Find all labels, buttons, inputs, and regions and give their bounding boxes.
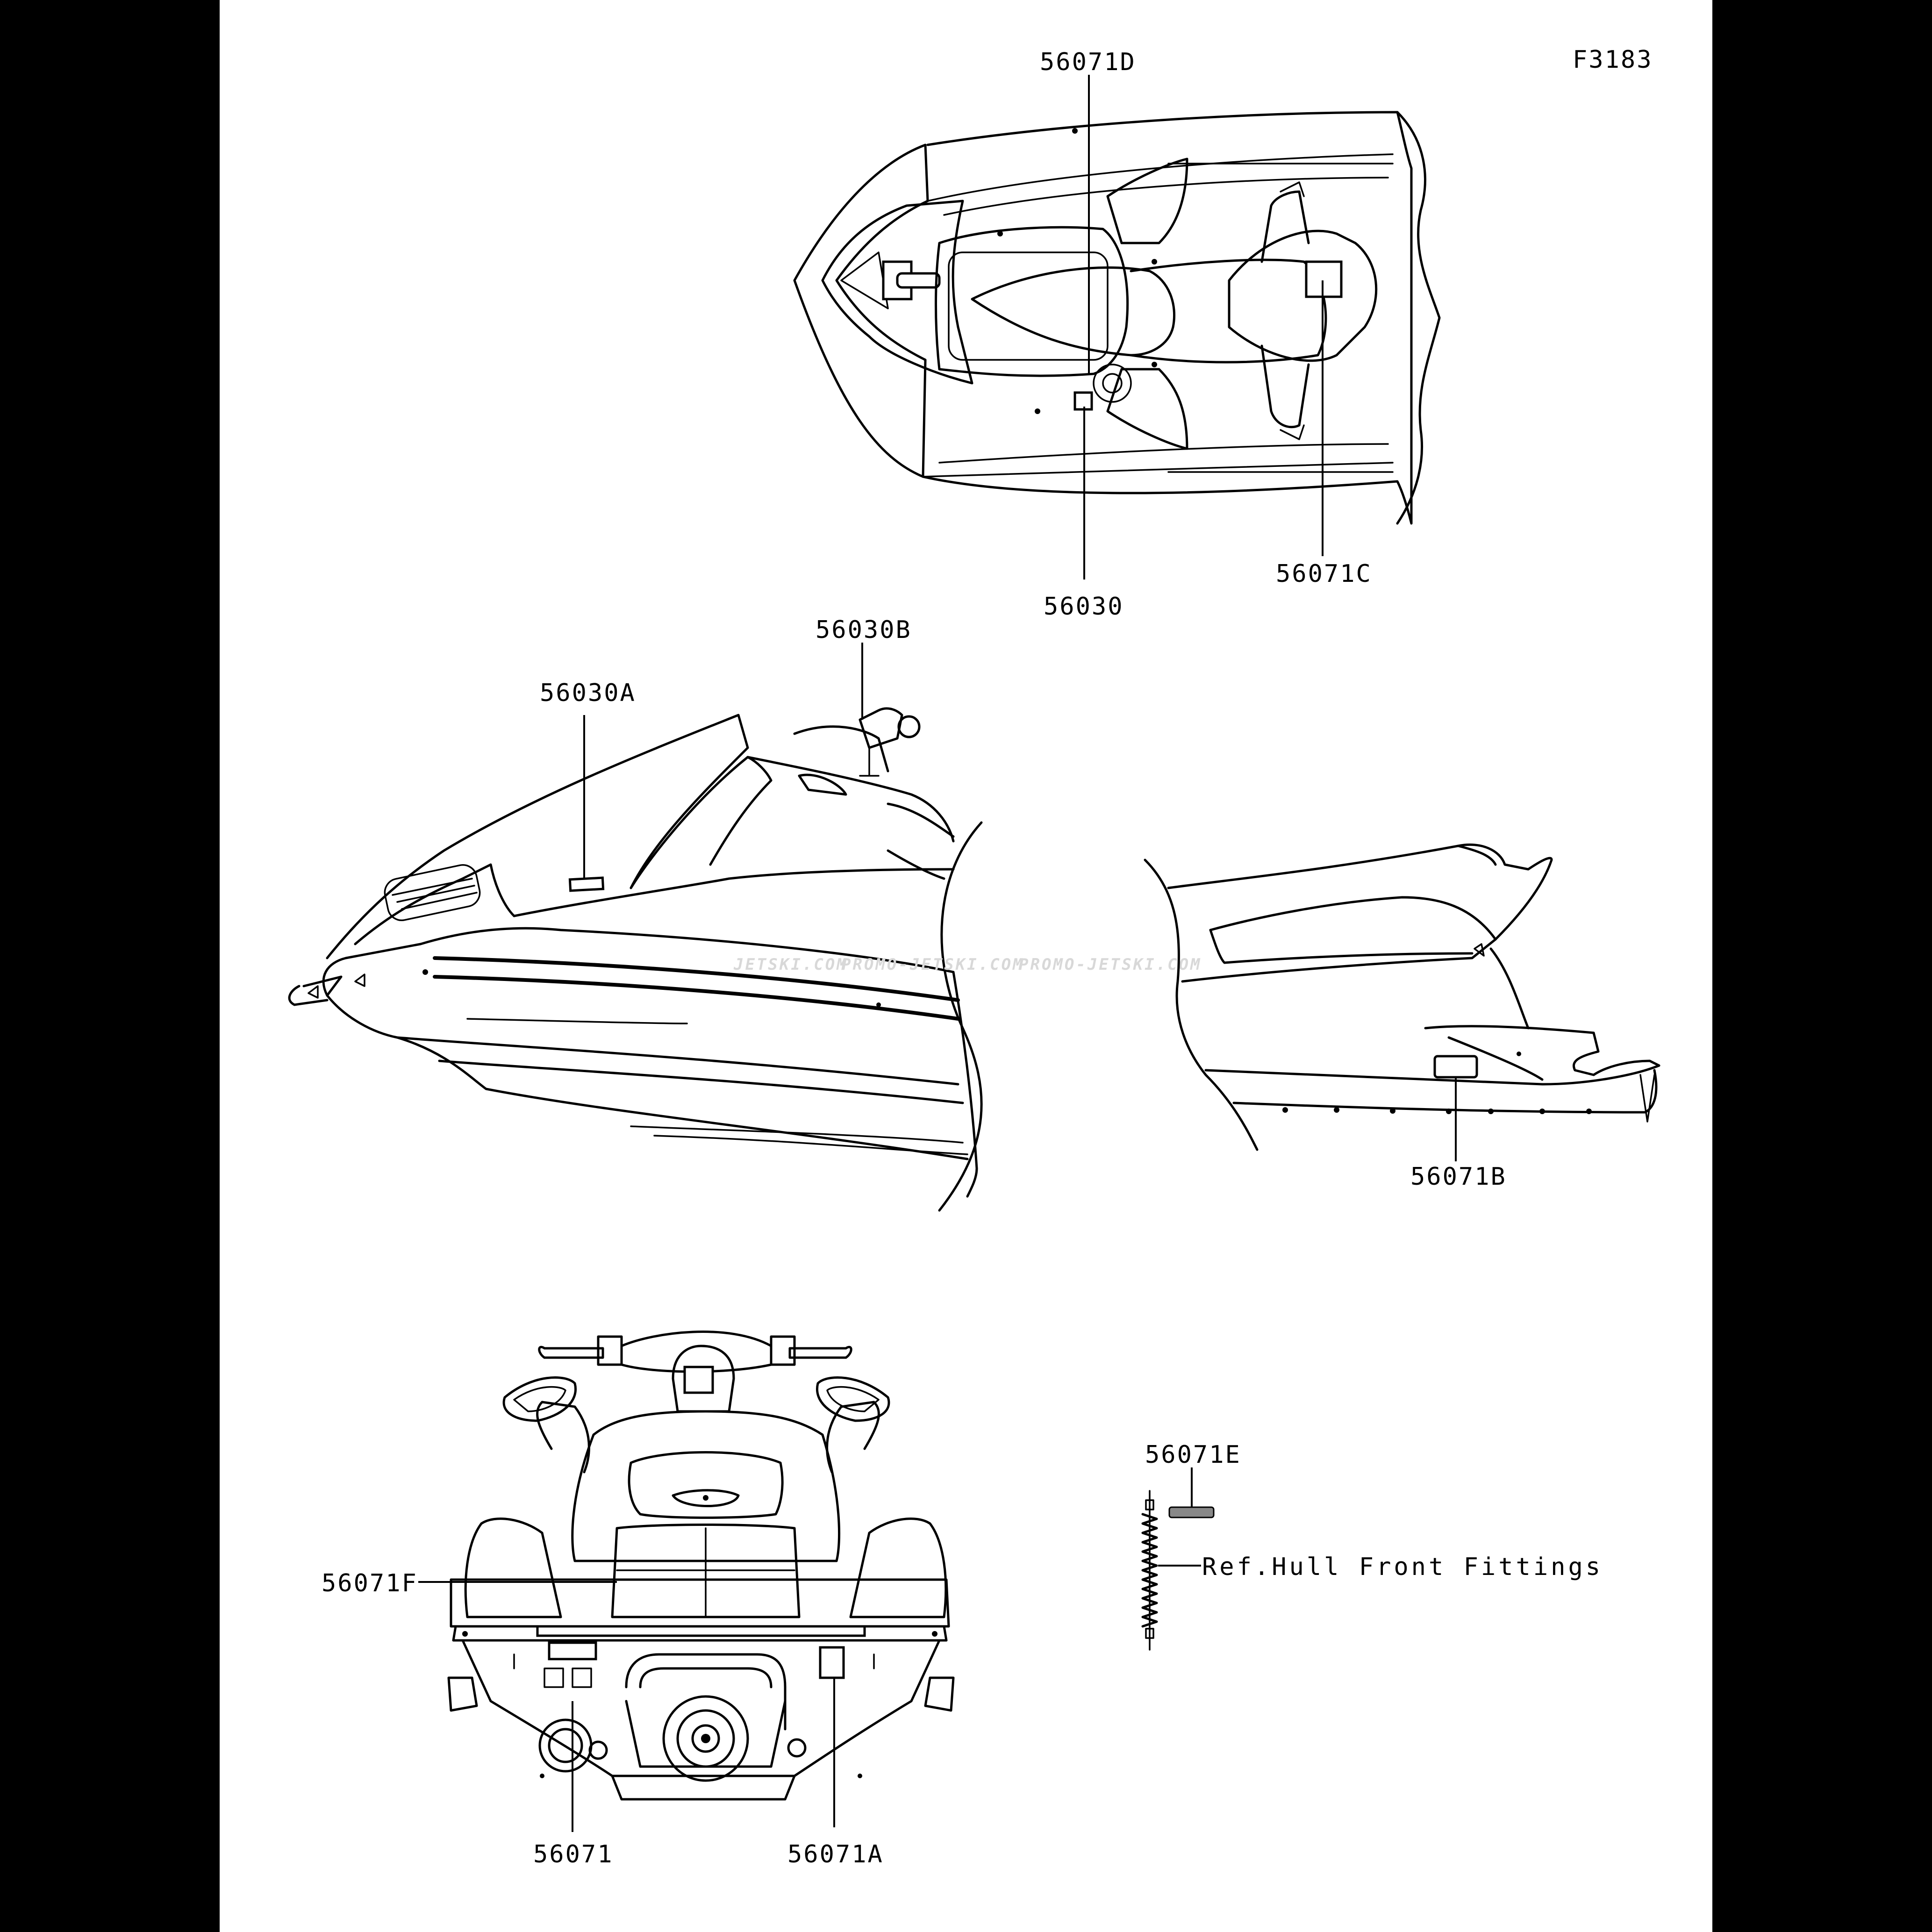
label-56071: 56071: [533, 1840, 614, 1868]
label-56071B: 56071B: [1410, 1163, 1507, 1191]
watermark-3: PROMO-JETSKI.COM: [1019, 955, 1202, 974]
rear-side-view-jetski: [1144, 843, 1660, 1151]
label-56030: 56030: [1044, 593, 1124, 621]
figure-code: F3183: [1573, 46, 1653, 74]
side-view-jetski: [288, 707, 983, 1212]
rear-view-jetski: [447, 1331, 955, 1801]
label-56071A: 56071A: [787, 1840, 884, 1868]
watermark-2: PROMO-JETSKI.COM: [841, 955, 1024, 974]
label-56071D: 56071D: [1040, 48, 1136, 76]
label-56071E: 56071E: [1145, 1441, 1241, 1469]
reference-fitting: [1141, 1467, 1215, 1651]
drawing-sheet: [220, 0, 1712, 1932]
label-56030A: 56030A: [540, 679, 636, 707]
top-view-jetski: [793, 111, 1441, 525]
label-56030B: 56030B: [816, 616, 912, 644]
reference-note: Ref.Hull Front Fittings: [1202, 1553, 1603, 1581]
watermark-1: JETSKI.COM: [733, 955, 848, 974]
label-56071C: 56071C: [1276, 560, 1372, 588]
label-56071F: 56071F: [322, 1569, 418, 1597]
